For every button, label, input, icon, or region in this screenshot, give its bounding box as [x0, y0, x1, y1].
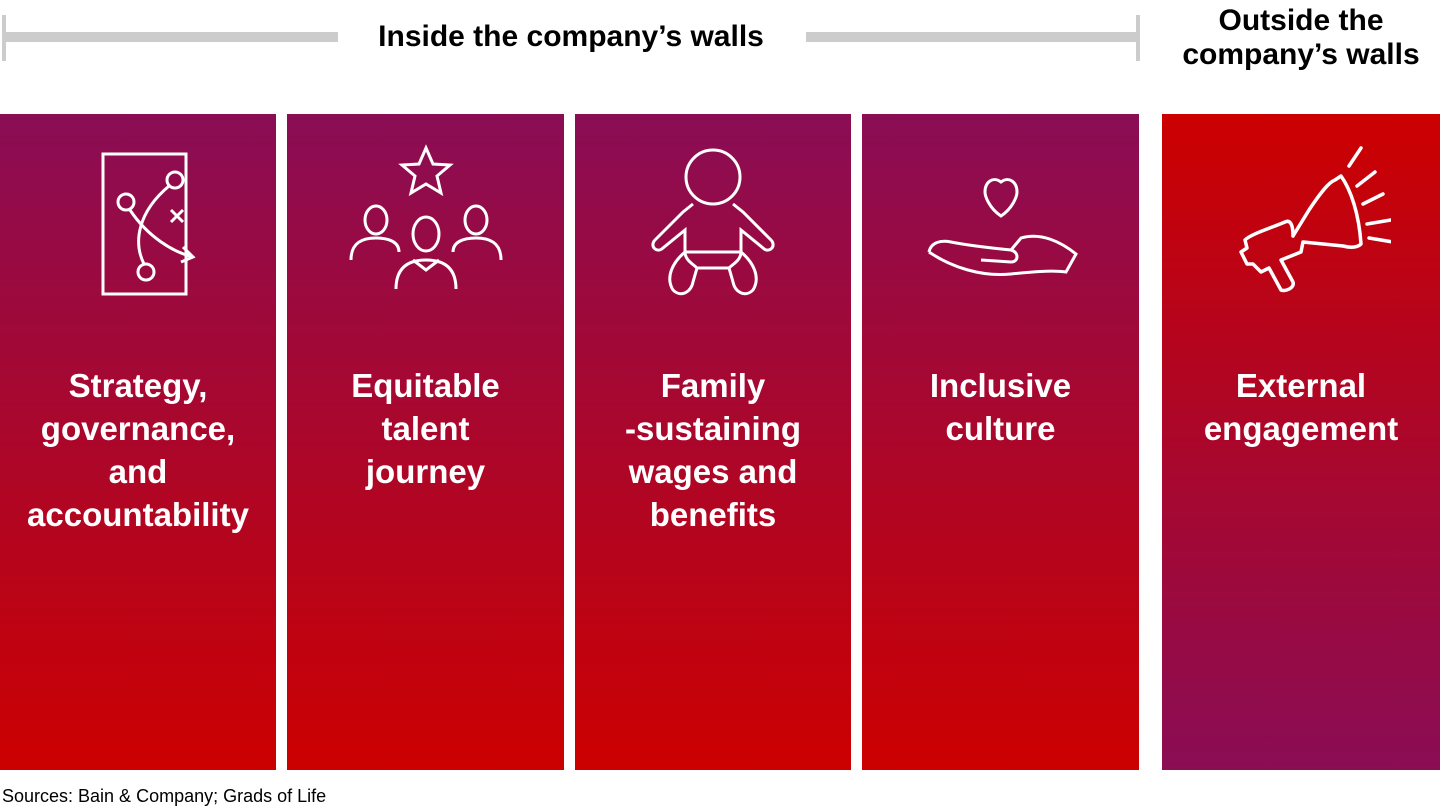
column-talent: Equitable talent journey	[287, 114, 564, 770]
label-line: accountability	[27, 496, 249, 533]
outside-label-line2: company’s walls	[1182, 38, 1420, 71]
label-line: External	[1235, 367, 1367, 404]
column-culture: Inclusive culture	[862, 114, 1139, 770]
column-label: Strategy, governance, and accountability	[0, 364, 276, 536]
team-star-icon	[349, 144, 502, 290]
column-label: External engagement	[1162, 364, 1440, 450]
strategy-playbook-icon	[101, 152, 196, 296]
column-strategy: Strategy, governance, and accountability	[0, 114, 276, 770]
label-line: Family	[660, 367, 766, 404]
label-line: journey	[365, 453, 486, 490]
baby-icon	[651, 148, 775, 296]
column-label: Equitable talent journey	[287, 364, 564, 493]
label-line: culture	[945, 410, 1056, 447]
bracket-left-line	[2, 32, 338, 42]
outside-label: Outside the company’s walls	[1162, 4, 1440, 72]
label-line: -sustaining	[624, 410, 801, 447]
label-line: engagement	[1203, 410, 1399, 447]
column-label: Inclusive culture	[862, 364, 1139, 450]
label-line: wages and	[628, 453, 798, 490]
label-line: governance,	[40, 410, 236, 447]
outside-label-line1: Outside the	[1218, 4, 1384, 37]
label-line: benefits	[649, 496, 777, 533]
inside-label: Inside the company’s walls	[378, 20, 764, 53]
label-line: Equitable	[351, 367, 500, 404]
column-external: External engagement	[1162, 114, 1440, 770]
column-wages: Family -sustaining wages and benefits	[575, 114, 851, 770]
hand-heart-icon	[927, 178, 1078, 277]
label-line: and	[108, 453, 168, 490]
bracket-right-end	[1136, 15, 1140, 61]
source-note: Sources: Bain & Company; Grads of Life	[2, 786, 327, 806]
label-line: talent	[381, 410, 470, 447]
label-line: Strategy,	[68, 367, 208, 404]
label-line: Inclusive	[929, 367, 1072, 404]
bracket-right-line	[806, 32, 1140, 42]
column-label: Family -sustaining wages and benefits	[575, 364, 851, 536]
megaphone-icon	[1239, 146, 1391, 293]
